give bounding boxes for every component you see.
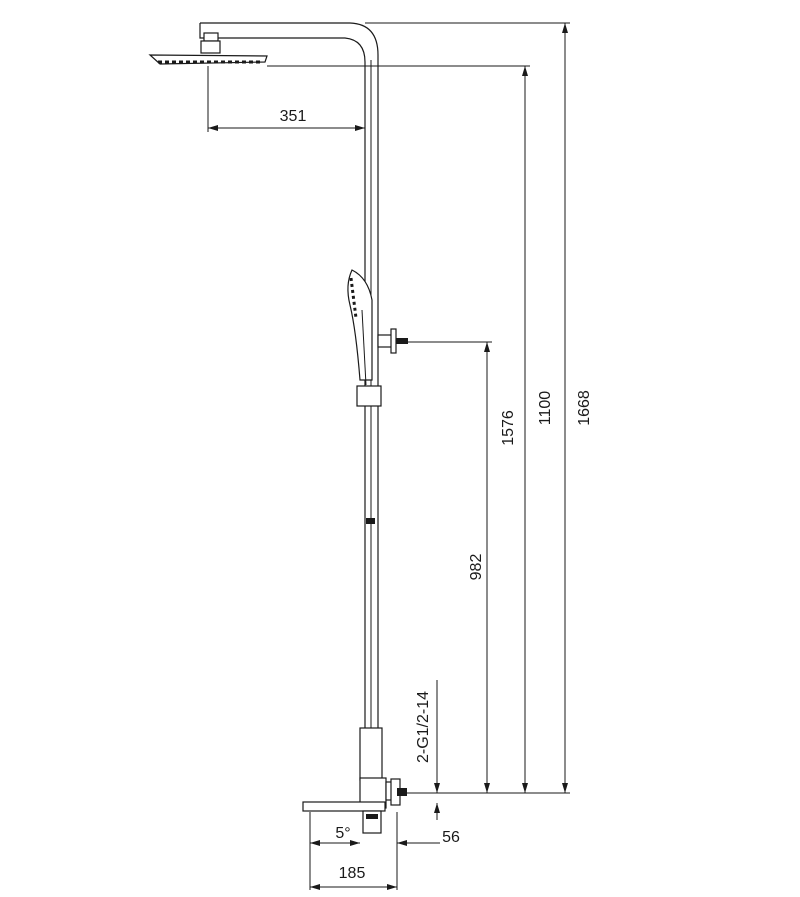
hand-shower: [347, 269, 408, 407]
dim-185: 185: [339, 865, 366, 882]
dim-351: 351: [280, 108, 307, 125]
dim-1668: 1668: [576, 390, 593, 426]
dim-5-degrees: 5°: [335, 825, 350, 842]
dim-1576: 1576: [500, 410, 517, 446]
dimension-lines: [207, 22, 570, 890]
dim-1100: 1100: [537, 391, 554, 426]
overhead-shower-head: [148, 32, 268, 65]
mixer-and-spout: [302, 777, 407, 834]
shower-riser: [199, 22, 383, 781]
dim-982: 982: [468, 554, 485, 581]
dim-56: 56: [442, 829, 460, 846]
dim-inlet-thread: 2-G1/2-14: [415, 691, 432, 763]
